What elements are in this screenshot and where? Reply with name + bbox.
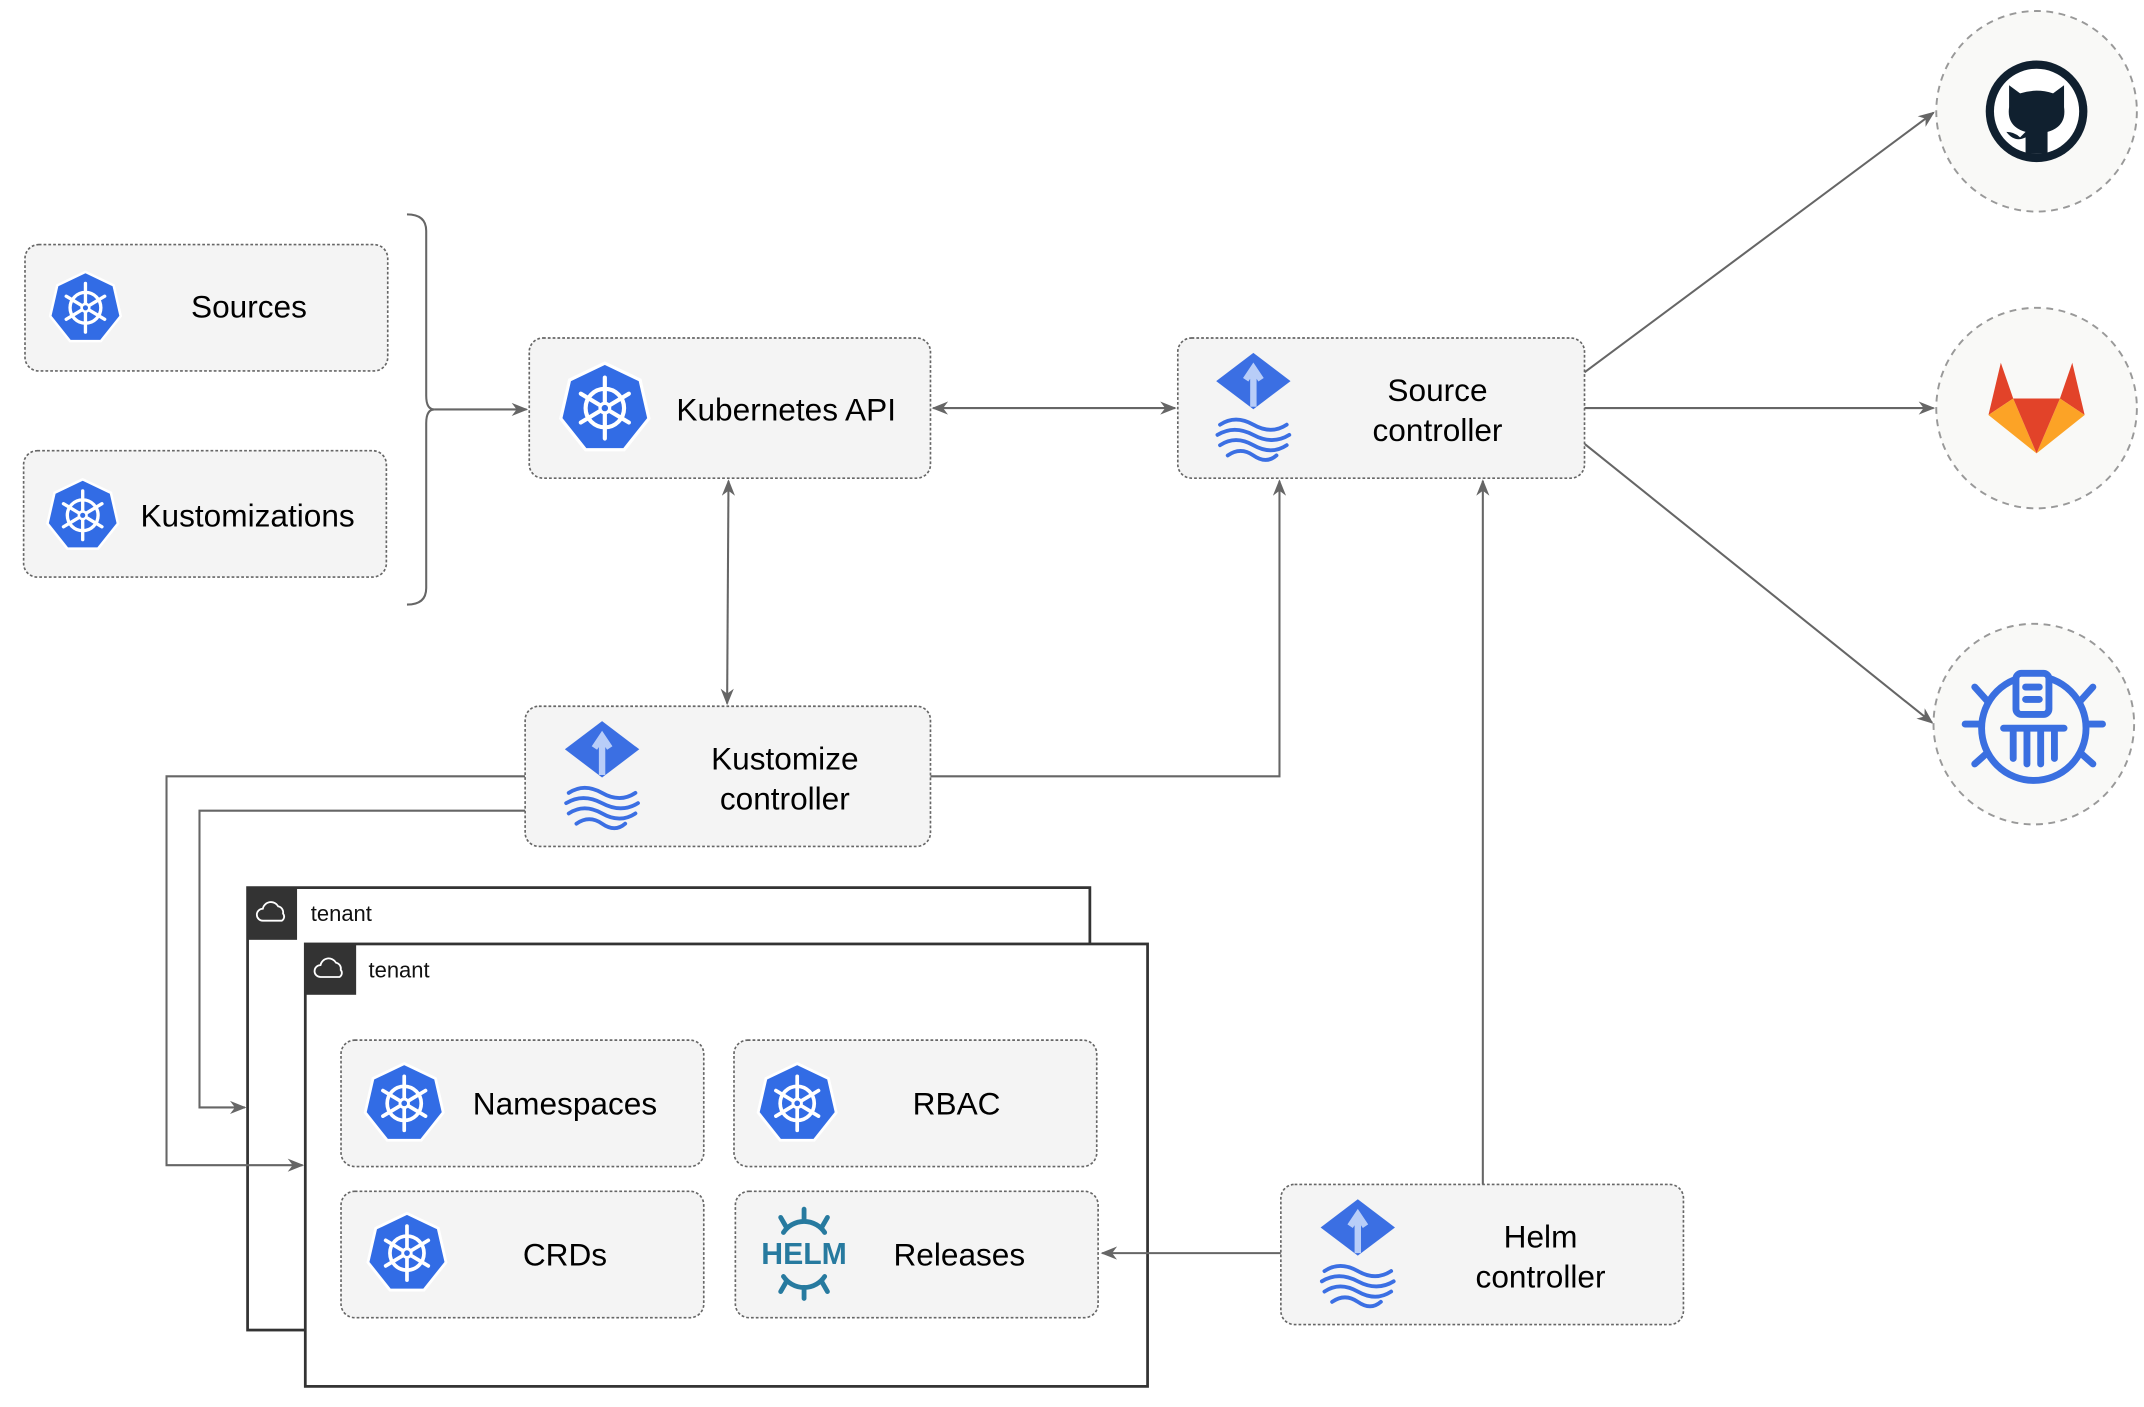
source-controller-label-line2: controller <box>1373 412 1503 448</box>
kubernetes-icon <box>363 1061 446 1143</box>
kubernetes-icon <box>48 270 123 343</box>
source-controller-label-line1: Source <box>1387 372 1487 408</box>
edge-api-kustomize-controller <box>720 479 735 706</box>
bucket-source[interactable] <box>1932 622 2136 826</box>
kubernetes-api-label: Kubernetes API <box>676 391 896 427</box>
rbac-node[interactable]: RBAC <box>733 1039 1098 1168</box>
releases-label: Releases <box>893 1236 1025 1272</box>
github-source[interactable] <box>1935 10 2138 213</box>
helm-logo-text: HELM <box>761 1238 847 1271</box>
tenant-label: tenant <box>369 958 430 983</box>
namespaces-label: Namespaces <box>473 1085 657 1121</box>
rbac-label: RBAC <box>913 1085 1001 1121</box>
releases-node[interactable]: HELM Releases <box>734 1190 1099 1319</box>
namespaces-node[interactable]: Namespaces <box>340 1039 705 1168</box>
kustomizations-node[interactable]: Kustomizations <box>22 449 388 578</box>
kubernetes-icon <box>45 477 120 551</box>
bucket-icon <box>1961 669 2106 784</box>
github-icon <box>1985 60 2088 163</box>
kubernetes-icon <box>561 363 649 450</box>
edges <box>165 111 1936 1260</box>
edge-kustomize-to-source <box>930 479 1287 778</box>
helm-controller-label-line1: Helm <box>1504 1219 1578 1255</box>
helm-controller-label-line2: controller <box>1476 1258 1606 1294</box>
kustomize-controller-label-line1: Kustomize <box>711 740 858 776</box>
crds-node[interactable]: CRDs <box>340 1190 705 1319</box>
kubernetes-api-node[interactable]: Kubernetes API <box>528 337 932 479</box>
edge-source-to-github <box>1583 111 1935 374</box>
edge-kustomize-to-tenant-front <box>165 775 526 1172</box>
edge-source-to-bucket <box>1583 443 1934 724</box>
kustomize-controller-node[interactable]: Kustomize controller <box>524 705 932 848</box>
gitlab-icon <box>1988 362 2085 454</box>
resources-brace <box>406 213 435 606</box>
kubernetes-icon <box>756 1061 839 1143</box>
helm-controller-node[interactable]: Helm controller <box>1280 1183 1685 1326</box>
kubernetes-icon <box>366 1211 448 1292</box>
kustomize-controller-label-line2: controller <box>720 780 850 816</box>
sources-node[interactable]: Sources <box>24 243 389 372</box>
helm-icon: HELM <box>761 1206 847 1301</box>
crds-label: CRDs <box>523 1236 607 1272</box>
gitlab-source[interactable] <box>1935 306 2138 510</box>
edge-kustomize-to-tenant-back <box>198 809 526 1115</box>
kustomizations-label: Kustomizations <box>140 497 354 533</box>
sources-label: Sources <box>191 288 307 324</box>
source-controller-node[interactable]: Source controller <box>1176 337 1586 479</box>
tenant-label: tenant <box>311 901 372 926</box>
